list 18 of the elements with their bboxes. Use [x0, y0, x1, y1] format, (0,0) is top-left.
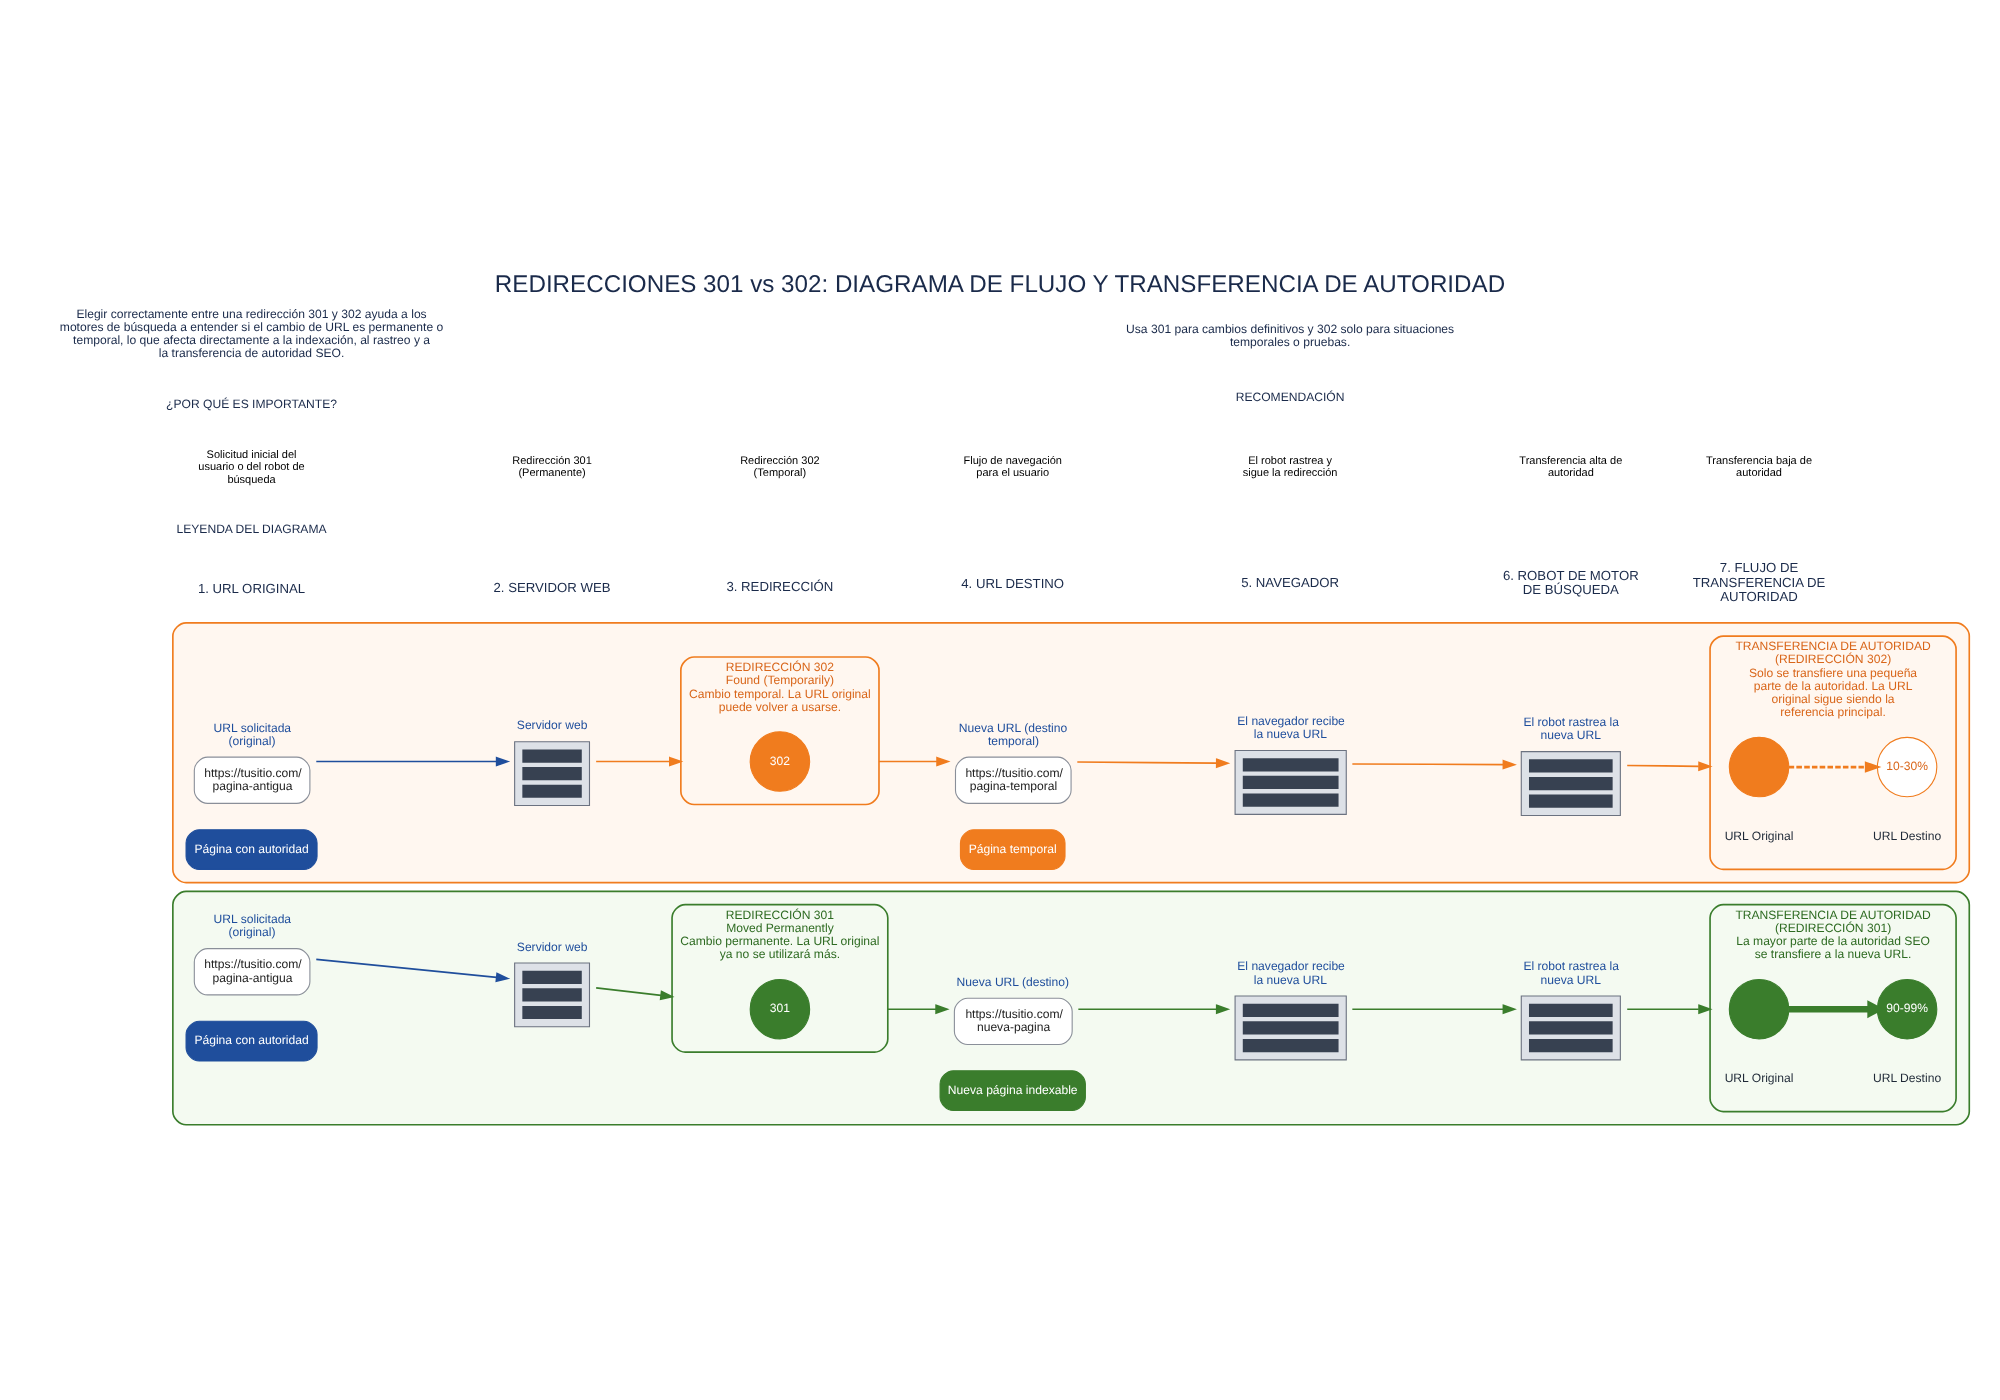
arrow — [1626, 760, 1713, 771]
arrow — [886, 1003, 950, 1014]
arrow — [595, 986, 675, 1000]
node-circle — [1728, 735, 1790, 797]
diagram-title: REDIRECCIONES 301 vs 302: DIAGRAMA DE FLUJO Y TRANSFERENCIA DE AUTORIDAD — [494, 269, 1506, 298]
arrow — [1351, 1003, 1517, 1014]
arrow — [315, 755, 511, 766]
cluster — [172, 889, 1971, 1125]
arrow — [1076, 757, 1231, 768]
arrow — [315, 957, 511, 982]
cluster — [172, 621, 1971, 883]
arrow — [1626, 1003, 1713, 1014]
arrow — [595, 755, 684, 766]
node-circle — [1728, 977, 1790, 1039]
arrow — [1788, 760, 1882, 772]
arrow — [1077, 1003, 1231, 1014]
arrow — [878, 755, 951, 766]
arrow — [1351, 758, 1517, 769]
